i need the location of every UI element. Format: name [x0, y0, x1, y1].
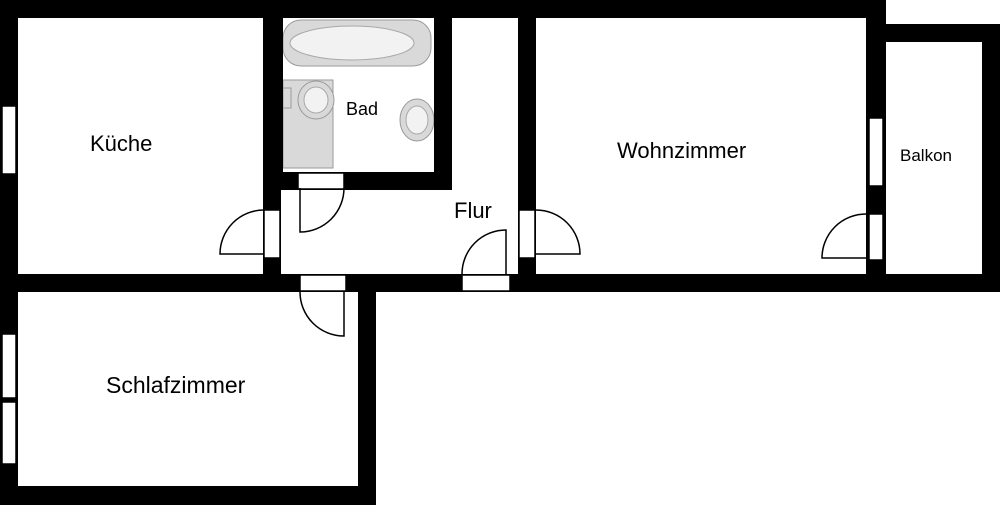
- room-label-balkon: Balkon: [900, 146, 952, 165]
- room-label-flur: Flur: [454, 198, 492, 223]
- toilet-icon: [297, 80, 335, 120]
- wall-bad-left: [265, 0, 283, 190]
- door-kueche: [219, 209, 281, 259]
- room-label-wohnzimmer: Wohnzimmer: [617, 138, 746, 163]
- wall-bad-bottom: [265, 172, 452, 190]
- window-schlafzimmer-upper: [1, 333, 17, 399]
- wall-bad-right: [434, 0, 452, 190]
- sink-icon: [399, 98, 435, 142]
- door-bad: [297, 172, 345, 233]
- windows: [1, 105, 884, 465]
- door-schlafzimmer: [299, 274, 347, 337]
- room-label-kueche: Küche: [90, 131, 152, 156]
- room-labels: Küche Bad Flur Wohnzimmer Balkon Schlafz…: [90, 99, 952, 398]
- wall-balkon-top: [866, 24, 1000, 42]
- door-flur-bottom: [461, 229, 511, 292]
- bathtub-icon: [282, 19, 432, 67]
- door-wohnzimmer: [518, 209, 581, 259]
- wall-balkon-right: [982, 24, 1000, 292]
- bathroom-fixture-small: [282, 87, 292, 109]
- window-schlafzimmer-lower: [1, 401, 17, 465]
- room-label-bad: Bad: [346, 99, 378, 119]
- door-balkon: [821, 213, 884, 261]
- doors: [219, 172, 884, 337]
- wall-right-schlafzimmer: [358, 274, 376, 505]
- window-wohnzimmer-balkon: [868, 117, 884, 187]
- room-label-schlafzimmer: Schlafzimmer: [106, 372, 246, 398]
- window-kueche: [1, 105, 17, 175]
- bathroom-fixtures: [282, 19, 435, 169]
- wall-bottom-schlafzimmer: [0, 486, 376, 505]
